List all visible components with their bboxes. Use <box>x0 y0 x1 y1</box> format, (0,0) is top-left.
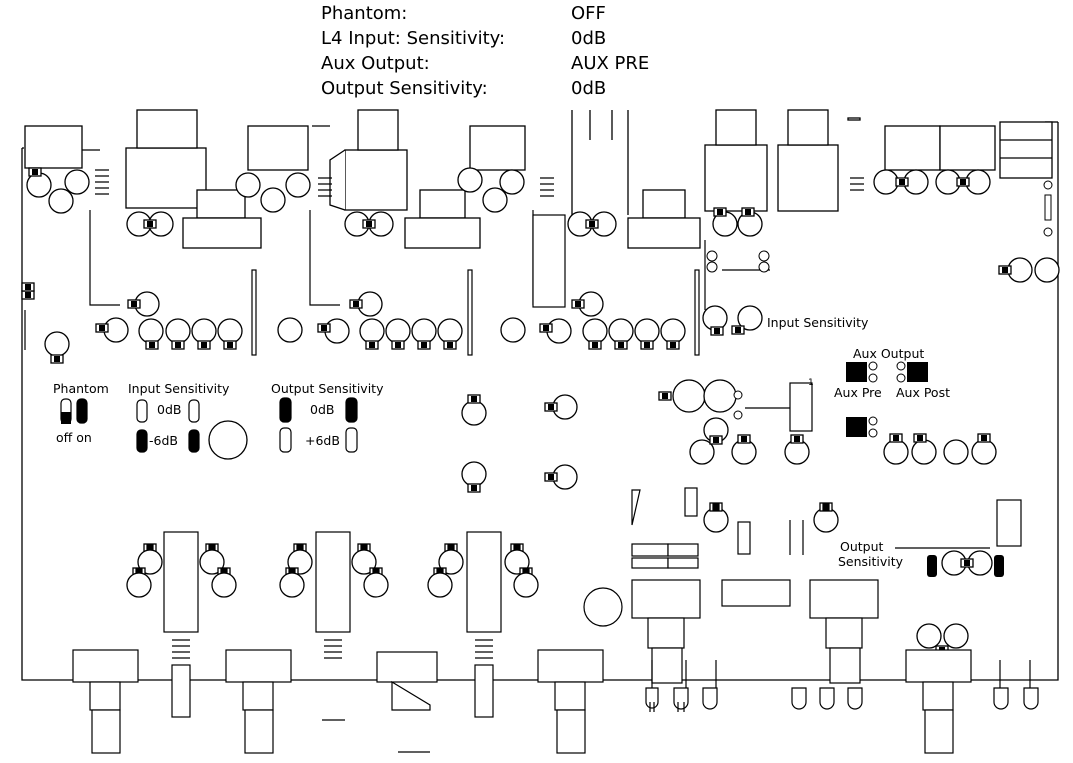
header-label: L4 Input: Sensitivity: <box>321 28 506 49</box>
phantom-off-on-label: off on <box>56 430 92 445</box>
aux-post-label: Aux Post <box>896 385 950 400</box>
header-value: 0dB <box>571 78 607 99</box>
bottom-knobs <box>72 579 972 754</box>
header-value: AUX PRE <box>571 53 650 74</box>
output-sensitivity-right-block: Output Sensitivity <box>838 539 1004 655</box>
lower-middle-shapes <box>583 487 1022 627</box>
lower-channel-strips <box>126 531 539 718</box>
output-label-line2: Sensitivity <box>838 554 904 569</box>
center-components <box>461 394 578 493</box>
header-label: Phantom: <box>321 3 408 24</box>
phantom-label: Phantom <box>53 381 109 396</box>
input-sensitivity-label: Input Sensitivity <box>128 381 230 396</box>
input-sensitivity-0db: 0dB <box>157 402 181 417</box>
aux-output-block: Aux Output Aux Pre Aux Post <box>834 346 950 438</box>
input-sensitivity-right-label: Input Sensitivity <box>767 315 869 330</box>
middle-components <box>44 250 770 364</box>
springs <box>95 169 864 197</box>
top-connectors <box>24 109 1053 249</box>
header-label: Aux Output: <box>321 53 430 74</box>
header-value: OFF <box>571 3 606 24</box>
jumper-block-left: Phantom off on Input Sensitivity 0dB -6d… <box>53 381 384 460</box>
output-sensitivity-label: Output Sensitivity <box>271 381 384 396</box>
output-sensitivity-0db: 0dB <box>310 402 334 417</box>
header-value: 0dB <box>571 28 607 49</box>
output-sensitivity-plus6db: +6dB <box>305 433 340 448</box>
right-middle-components: 1 <box>658 378 997 465</box>
input-sensitivity-minus6db: -6dB <box>149 433 178 448</box>
pin-one-marker: 1 <box>808 378 814 388</box>
aux-output-label: Aux Output <box>853 346 924 361</box>
aux-pre-label: Aux Pre <box>834 385 882 400</box>
top-components <box>21 167 1060 300</box>
bottom-leds <box>645 660 1039 712</box>
output-label-line1: Output <box>840 539 884 554</box>
header-label: Output Sensitivity: <box>321 78 488 99</box>
wiring <box>24 210 990 549</box>
